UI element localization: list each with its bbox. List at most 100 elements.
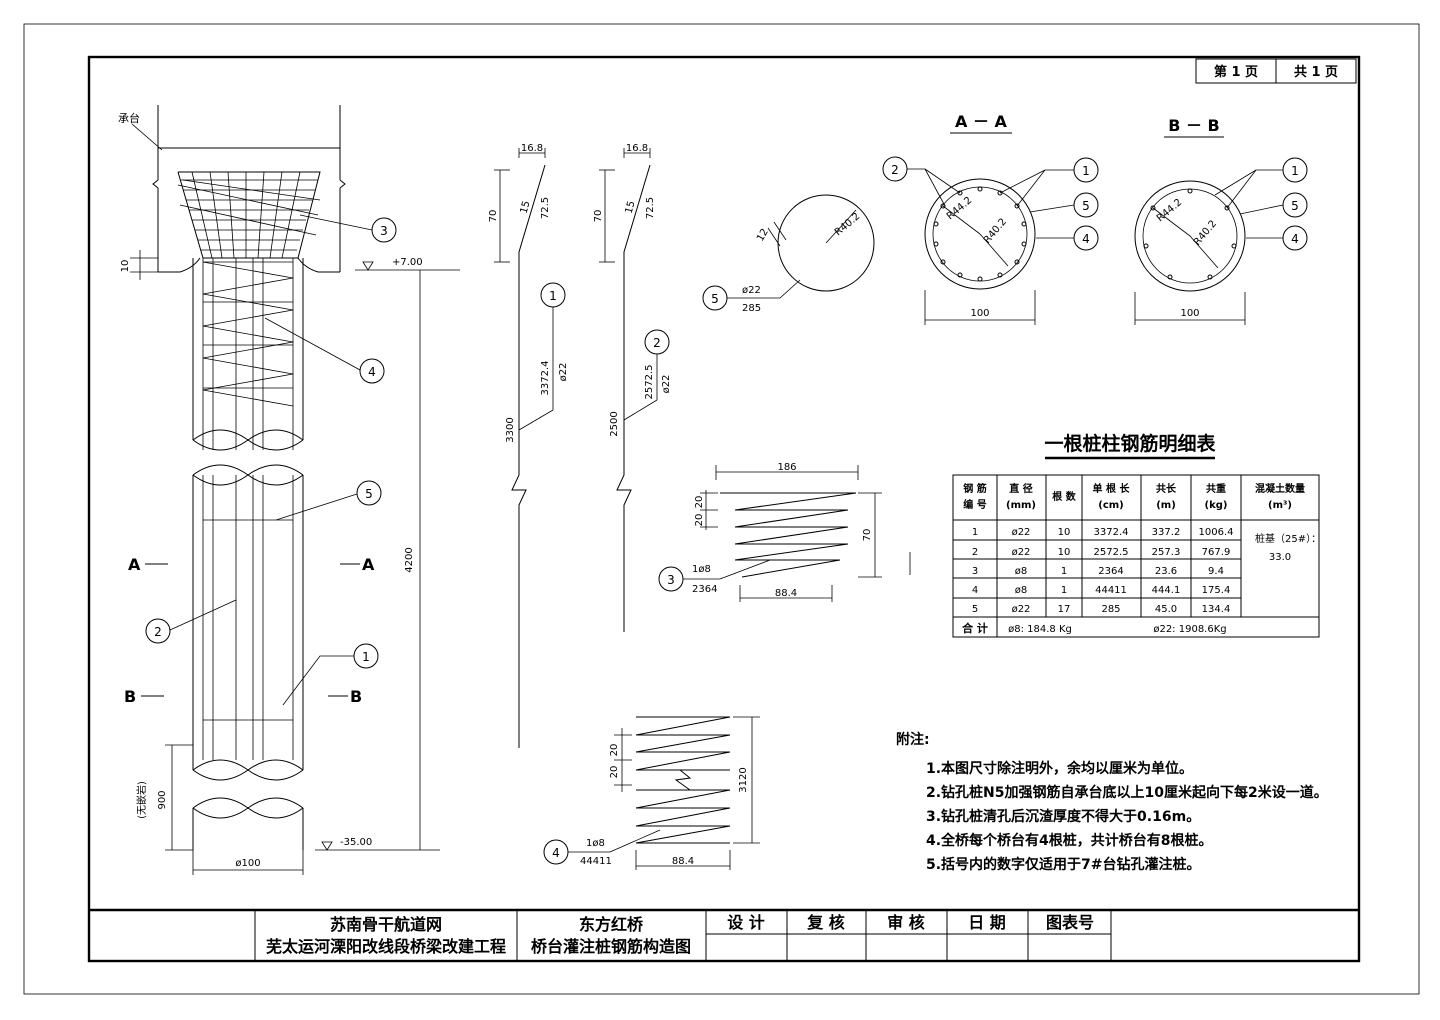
concrete-value: 33.0 (1269, 552, 1291, 563)
svg-text:16.8: 16.8 (626, 143, 648, 154)
table-title: 一根桩柱钢筋明细表 (1044, 432, 1216, 455)
note-4: 4.全桥每个桥台有4根桩，共计桥台有8根桩。 (926, 832, 1213, 849)
svg-text:20: 20 (609, 744, 620, 757)
table-cell-r3-c5: 175.4 (1202, 585, 1231, 596)
tb-date: 日 期 (968, 913, 1006, 932)
table-cell-r4-c2: 17 (1058, 604, 1071, 615)
bar-3-detail: 186 20 20 70 88.4 3 1ø8 2364 (658, 462, 911, 602)
cap-platform-label: 承台 (118, 111, 140, 125)
table-header-5: 共重 (1206, 482, 1226, 495)
table-cell-r3-c2: 1 (1061, 585, 1067, 596)
svg-text:2500: 2500 (609, 411, 620, 436)
svg-text:ø22: ø22 (558, 363, 569, 382)
svg-text:3300: 3300 (505, 417, 516, 442)
table-header-0: 钢 筋 (963, 482, 986, 495)
svg-text:186: 186 (777, 462, 796, 473)
svg-text:3: 3 (667, 573, 675, 587)
callout-4 (359, 358, 385, 384)
elevation-bottom: -35.00 (340, 837, 372, 848)
dim-900-note: (无嵌岩) (135, 781, 148, 819)
svg-text:2: 2 (154, 625, 162, 639)
table-cell-r2-c2: 1 (1061, 566, 1067, 577)
svg-text:1: 1 (362, 650, 370, 664)
svg-text:3120: 3120 (738, 767, 749, 792)
tb-drawing-no: 图表号 (1046, 913, 1094, 932)
section-a-a: A － A R44.2 R40.2 100 2 1 5 4 (882, 112, 1099, 325)
table-cell-r4-c0: 5 (972, 604, 978, 615)
table-cell-r2-c4: 23.6 (1155, 566, 1177, 577)
svg-text:15: 15 (519, 200, 533, 215)
svg-text:1ø8: 1ø8 (586, 838, 605, 849)
svg-text:2: 2 (891, 163, 899, 177)
table-cell-r3-c0: 4 (972, 585, 978, 596)
table-header-2: 根 数 (1052, 490, 1076, 503)
table-cell-r3-c3: 44411 (1095, 585, 1127, 596)
svg-text:72.5: 72.5 (540, 197, 551, 219)
rebar-schedule-table: 一根桩柱钢筋明细表 钢 筋编 号直 径(mm)根 数单 根 长(cm)共长(m)… (952, 432, 1321, 638)
page-current: 第 1 页 (1214, 64, 1258, 80)
total-phi8: ø8: 184.8 Kg (1008, 624, 1072, 635)
total-phi22: ø22: 1908.6Kg (1153, 624, 1226, 635)
table-cell-r1-c5: 767.9 (1202, 547, 1231, 558)
svg-text:ø22: ø22 (742, 285, 761, 296)
svg-text:100: 100 (970, 308, 989, 319)
svg-text:1ø8: 1ø8 (692, 564, 711, 575)
svg-text:1: 1 (1082, 164, 1090, 178)
svg-text:2572.5: 2572.5 (644, 365, 655, 400)
svg-text:5: 5 (365, 487, 373, 501)
section-a-a-title: A － A (955, 112, 1008, 131)
section-a-right: A (362, 555, 375, 574)
bar-5-ring-detail: R40.2 12 5 ø22 285 (702, 194, 875, 314)
inner-border (87, 55, 1361, 963)
table-header-1: (mm) (1006, 500, 1036, 511)
bar-4-detail: 20 20 3120 88.4 4 1ø8 44411 (543, 716, 760, 870)
table-header-3: 单 根 长 (1093, 482, 1131, 495)
svg-text:R40.2: R40.2 (982, 216, 1009, 245)
bar-1-detail: 16.8 70 15 72.5 1 3372.4 ø22 3300 (488, 143, 569, 748)
dim-10: 10 (120, 260, 131, 273)
svg-text:5: 5 (1082, 199, 1090, 213)
section-b-b: B － B R44.2 R40.2 100 1 5 4 (1134, 116, 1308, 325)
svg-text:44411: 44411 (580, 856, 612, 867)
table-cell-r2-c5: 9.4 (1208, 566, 1224, 577)
total-label: 合 计 (962, 621, 988, 635)
title-block: 苏南骨干航道网 芜太运河溧阳改线段桥梁改建工程 东方红桥 桥台灌注桩钢筋构造图 … (89, 908, 1359, 961)
callout-bar-2 (644, 329, 670, 355)
note-5: 5.括号内的数字仅适用于7#台钻孔灌注桩。 (926, 856, 1201, 873)
section-a-left: A (128, 555, 141, 574)
table-header-0: 编 号 (963, 498, 986, 511)
svg-text:70: 70 (488, 210, 499, 223)
dim-900: 900 (157, 790, 168, 809)
table-cell-r1-c4: 257.3 (1152, 547, 1181, 558)
outer-border (23, 23, 1420, 995)
svg-text:4: 4 (552, 846, 560, 860)
svg-text:1: 1 (549, 289, 557, 303)
note-3: 3.钻孔桩清孔后沉渣厚度不得大于0.16m。 (926, 808, 1200, 825)
table-cell-r2-c0: 3 (972, 566, 978, 577)
table-cell-r3-c4: 444.1 (1152, 585, 1181, 596)
tb-audit: 审 核 (887, 913, 925, 932)
svg-text:72.5: 72.5 (645, 197, 656, 219)
pile-elevation: 承台 10 (118, 105, 460, 875)
table-cell-r0-c4: 337.2 (1152, 527, 1181, 538)
table-header-6: (m³) (1268, 500, 1292, 511)
svg-text:R40.2: R40.2 (833, 211, 862, 238)
drawing-line-1: 东方红桥 (579, 915, 644, 934)
table-cell-r0-c1: ø22 (1012, 527, 1031, 538)
tb-review: 复 核 (806, 913, 845, 932)
table-header-4: (m) (1156, 500, 1176, 511)
svg-text:R40.2: R40.2 (1192, 218, 1219, 247)
svg-text:20: 20 (609, 766, 620, 779)
section-b-b-title: B － B (1168, 116, 1220, 135)
table-cell-r4-c1: ø22 (1012, 604, 1031, 615)
table-cell-r1-c0: 2 (972, 547, 978, 558)
note-2: 2.钻孔桩N5加强钢筋自承台底以上10厘米起向下每2米设一道。 (926, 784, 1328, 801)
section-b-left: B (124, 687, 136, 706)
callout-bar-1 (540, 282, 566, 308)
table-header-3: (cm) (1098, 500, 1124, 511)
svg-text:15: 15 (624, 200, 638, 215)
svg-text:70: 70 (862, 529, 873, 542)
svg-text:4: 4 (1291, 232, 1299, 246)
